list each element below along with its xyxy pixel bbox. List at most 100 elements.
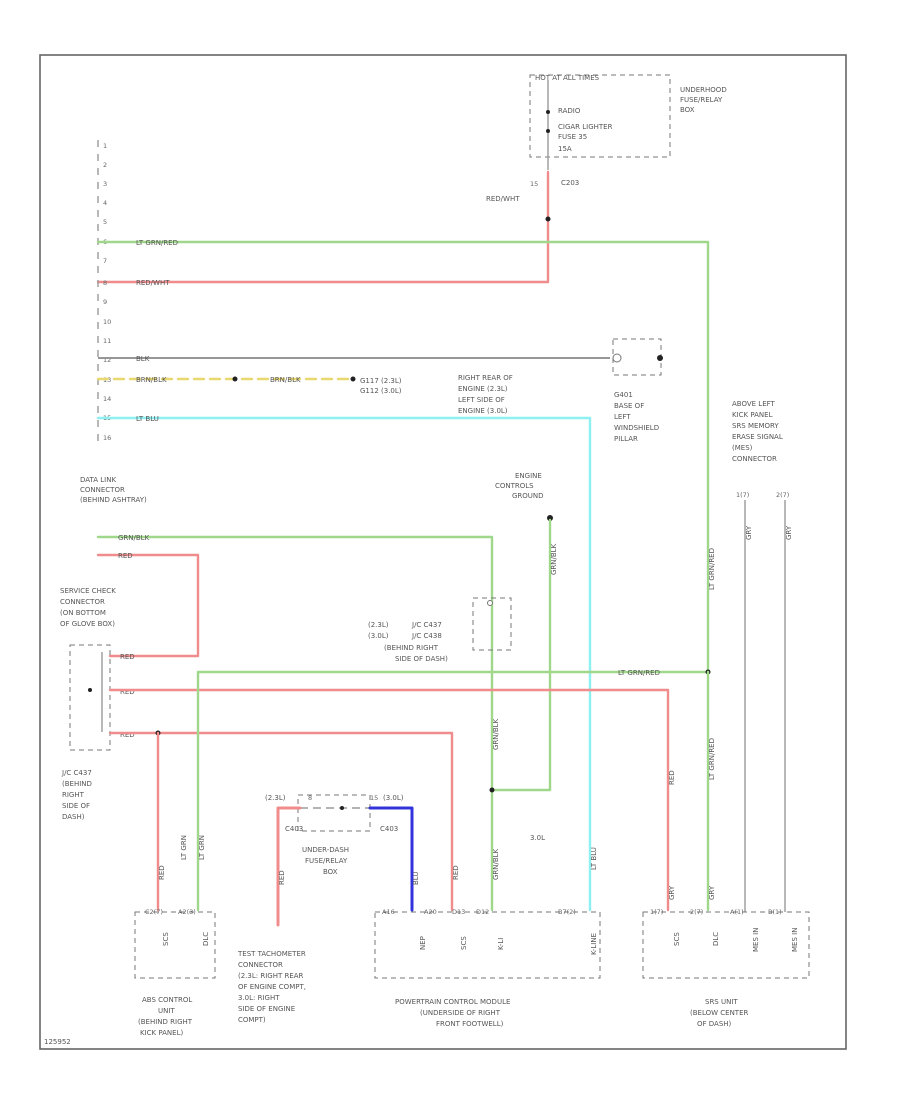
wire-red-tach [276, 806, 302, 927]
dlc-pin-14: 14 [103, 395, 111, 403]
engine-code-label: 3.0L [530, 834, 545, 842]
abs-pin-label-2: DLC [202, 932, 210, 946]
svc-red-c: RED [120, 731, 135, 739]
underdash-pin-15: 15 [370, 794, 378, 802]
jc-c437-outline [69, 644, 111, 751]
pcm-outline [374, 911, 601, 979]
dlc-pin-7: 7 [103, 257, 107, 265]
srs-name-1: SRS UNIT [705, 998, 738, 1006]
dlc-pin-16: 16 [103, 434, 111, 442]
underdash-title-3: BOX [323, 868, 338, 876]
splice-brn-blk [232, 376, 238, 382]
g401-id: G401 [614, 391, 633, 399]
abs-red-label: RED [158, 865, 166, 880]
dlc-pin-column: 1 2 3 4 5 6 7 8 9 10 11 12 13 14 15 16 [97, 140, 111, 445]
g401-loc-3: WINDSHIELD [614, 424, 659, 432]
tach-label-3: (2.3L: RIGHT REAR [238, 972, 304, 980]
service-check-label-4: OF GLOVE BOX) [60, 620, 115, 628]
abs-name-2: UNIT [158, 1007, 175, 1015]
diagram-frame [39, 54, 847, 1050]
jc-mid-right-1: J/C C437 [411, 621, 442, 629]
c203-pin: 15 [530, 180, 538, 188]
srs-pin-1: 1(7) [650, 908, 663, 916]
underdash-left-2: C403 [285, 825, 303, 833]
srs-pin-label-1: SCS [673, 932, 681, 946]
tach-red-label: RED [278, 870, 286, 885]
service-check-node [88, 688, 92, 692]
srs-mes-pin-1: 1(7) [736, 491, 749, 499]
underdash-fuse-node [340, 806, 344, 810]
srs-pin-label-4: MES IN [791, 928, 799, 952]
svc-top-red: RED [118, 552, 133, 560]
svc-top-grn-blk: GRN/BLK [118, 534, 150, 542]
srs-unit-outline [642, 911, 810, 979]
dlc-pin-11: 11 [103, 337, 111, 345]
dlc-label-1: DATA LINK [80, 476, 116, 484]
g401-loc-4: PILLAR [614, 435, 638, 443]
lt-blu-label: LT BLU [136, 415, 159, 423]
g401-ground-dot [657, 355, 663, 361]
underhood-box-title-2: FUSE/RELAY [680, 96, 723, 104]
splice-red-wht [545, 216, 551, 222]
underdash-right-2: C403 [380, 825, 398, 833]
dlc-pin-1: 1 [103, 142, 107, 150]
g401-loc-1: BASE OF [614, 402, 644, 410]
engine-ground-label-3: GROUND [512, 492, 544, 500]
srs-mes-pin-2: 2(7) [776, 491, 789, 499]
dlc-pin-8: 8 [103, 279, 107, 287]
abs-name-3: (BEHIND RIGHT [138, 1018, 193, 1026]
jc-mid-loc-2: SIDE OF DASH) [395, 655, 448, 663]
jc-mid-terminal [487, 600, 493, 606]
underdash-box-outline [297, 794, 371, 832]
fuse-label-2: CIGAR LIGHTER [558, 123, 613, 131]
pcm-label-kline: K-LINE [590, 933, 598, 955]
abs-pin-2: A2(3) [178, 908, 196, 916]
jc-mid-loc-1: (BEHIND RIGHT [384, 644, 439, 652]
wire-red-pcm [108, 731, 454, 912]
pcm-name-1: POWERTRAIN CONTROL MODULE [395, 998, 510, 1006]
dlc-pin-10: 10 [103, 318, 111, 326]
brn-blk-label-2: BRN/BLK [270, 376, 301, 384]
lt-grn-red-v-label-1: LT GRN/RED [708, 548, 716, 590]
splice-grn-blk [489, 787, 495, 793]
fuse-node [546, 110, 550, 114]
lt-blu-v-label: LT BLU [590, 847, 598, 870]
red-wht-label: RED/WHT [136, 279, 170, 287]
abs-name-4: KICK PANEL) [140, 1029, 183, 1037]
srs-gry-label-3: GRY [668, 885, 676, 900]
pcm-pin-a20: A20 [424, 908, 437, 916]
pcm-name-2: (UNDERSIDE OF RIGHT [420, 1009, 501, 1017]
srs-pin-3: A(1) [730, 908, 744, 916]
ground-node-g117 [350, 376, 356, 382]
pcm-label-scs: SCS [460, 936, 468, 950]
srs-pin-4: B(1) [768, 908, 782, 916]
grn-blk-v-label-2: GRN/BLK [492, 718, 500, 750]
srs-gry-label-1: GRY [745, 525, 753, 540]
lt-grn-red-label: LT GRN/RED [136, 239, 178, 247]
engine-ground-label-1: ENGINE [515, 472, 542, 480]
abs-name-1: ABS CONTROL [142, 996, 192, 1004]
dlc-pin-3: 3 [103, 180, 107, 188]
underhood-box-title-1: UNDERHOOD [680, 86, 727, 94]
fuse-label-4: 15A [558, 145, 572, 153]
srs-pin-label-2: DLC [712, 932, 720, 946]
g401-terminal [612, 353, 622, 363]
blk-label: BLK [136, 355, 150, 363]
fuse-label-3: FUSE 35 [558, 133, 587, 141]
wire-red-srs [108, 688, 670, 912]
abs-ltgrn-label-2: LT GRN [180, 835, 188, 860]
srs-mes-label-3: SRS MEMORY [732, 422, 779, 430]
grn-blk-v-label-3: GRN/BLK [492, 848, 500, 880]
srs-gry-label-4: GRY [708, 885, 716, 900]
srs-mes-label-2: KICK PANEL [732, 411, 773, 419]
underhood-fuse-box-outline [529, 74, 671, 158]
hot-at-all-times-label: HOT AT ALL TIMES [535, 74, 600, 82]
wire-red-svc-loop [96, 553, 200, 658]
underdash-title-2: FUSE/RELAY [305, 857, 348, 865]
pcm-pin-d12: D12 [476, 908, 489, 916]
jc-mid-right-2: J/C C438 [411, 632, 442, 640]
footer-code: 125952 [44, 1038, 71, 1046]
wire-grn-blk-engine [490, 518, 552, 792]
pcm-pin-b7: B7(2) [558, 908, 576, 916]
